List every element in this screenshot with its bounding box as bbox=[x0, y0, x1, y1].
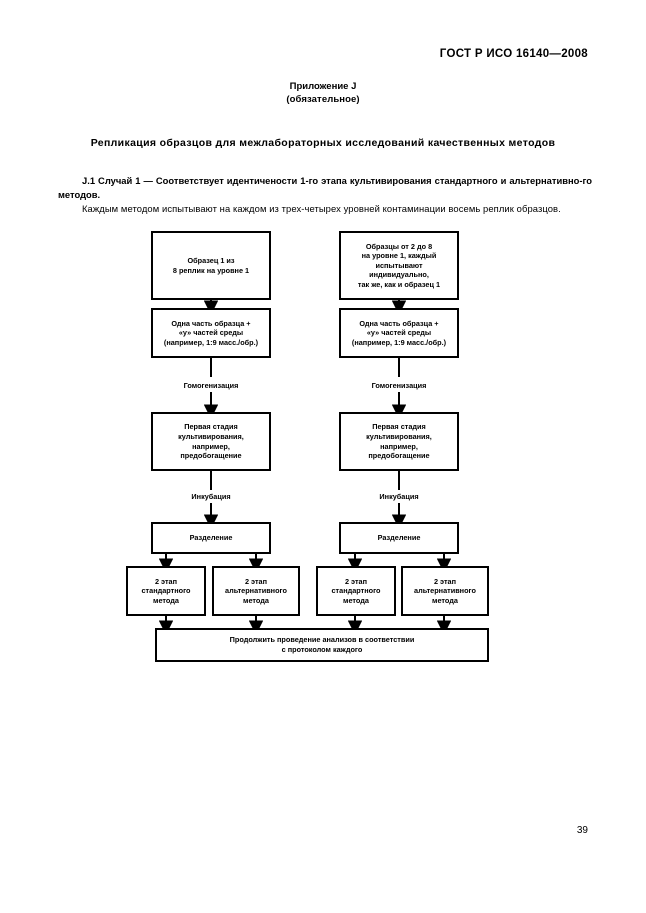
node-right-dilution: Одна часть образца + «у» частей среды (н… bbox=[339, 308, 459, 358]
node-left-stage2-alternative: 2 этап альтернативного метода bbox=[212, 566, 300, 616]
node-continue-analysis: Продолжить проведение анализов в соответ… bbox=[155, 628, 489, 662]
section-title: Репликация образцов для межлабораторных … bbox=[90, 137, 556, 149]
annex-heading: Приложение J (обязательное) bbox=[0, 80, 646, 106]
paragraph-replicates: Каждым методом испытывают на каждом из т… bbox=[82, 203, 561, 214]
label-left-incubation: Инкубация bbox=[191, 492, 231, 501]
node-left-separation: Разделение bbox=[151, 522, 271, 554]
node-right-culture-stage: Первая стадия культивирования, например,… bbox=[339, 412, 459, 471]
annex-title: Приложение J bbox=[289, 81, 357, 92]
node-right-sample: Образцы от 2 до 8 на уровне 1, каждый ис… bbox=[339, 231, 459, 300]
node-right-stage2-standard: 2 этап стандартного метода bbox=[316, 566, 396, 616]
document-standard-header: ГОСТ Р ИСО 16140—2008 bbox=[439, 48, 588, 60]
annex-subtitle: (обязательное) bbox=[286, 94, 360, 105]
node-left-culture-stage: Первая стадия культивирования, например,… bbox=[151, 412, 271, 471]
page-number: 39 bbox=[576, 825, 588, 836]
label-left-homogenization: Гомогенизация bbox=[183, 381, 239, 390]
node-left-stage2-standard: 2 этап стандартного метода bbox=[126, 566, 206, 616]
node-left-dilution: Одна часть образца + «у» частей среды (н… bbox=[151, 308, 271, 358]
node-right-stage2-alternative: 2 этап альтернативного метода bbox=[401, 566, 489, 616]
node-right-separation: Разделение bbox=[339, 522, 459, 554]
node-left-sample: Образец 1 из 8 реплик на уровне 1 bbox=[151, 231, 271, 300]
paragraph-j1: J.1 Случай 1 — Соответствует идентиченос… bbox=[58, 175, 592, 200]
label-right-homogenization: Гомогенизация bbox=[371, 381, 427, 390]
label-right-incubation: Инкубация bbox=[379, 492, 419, 501]
